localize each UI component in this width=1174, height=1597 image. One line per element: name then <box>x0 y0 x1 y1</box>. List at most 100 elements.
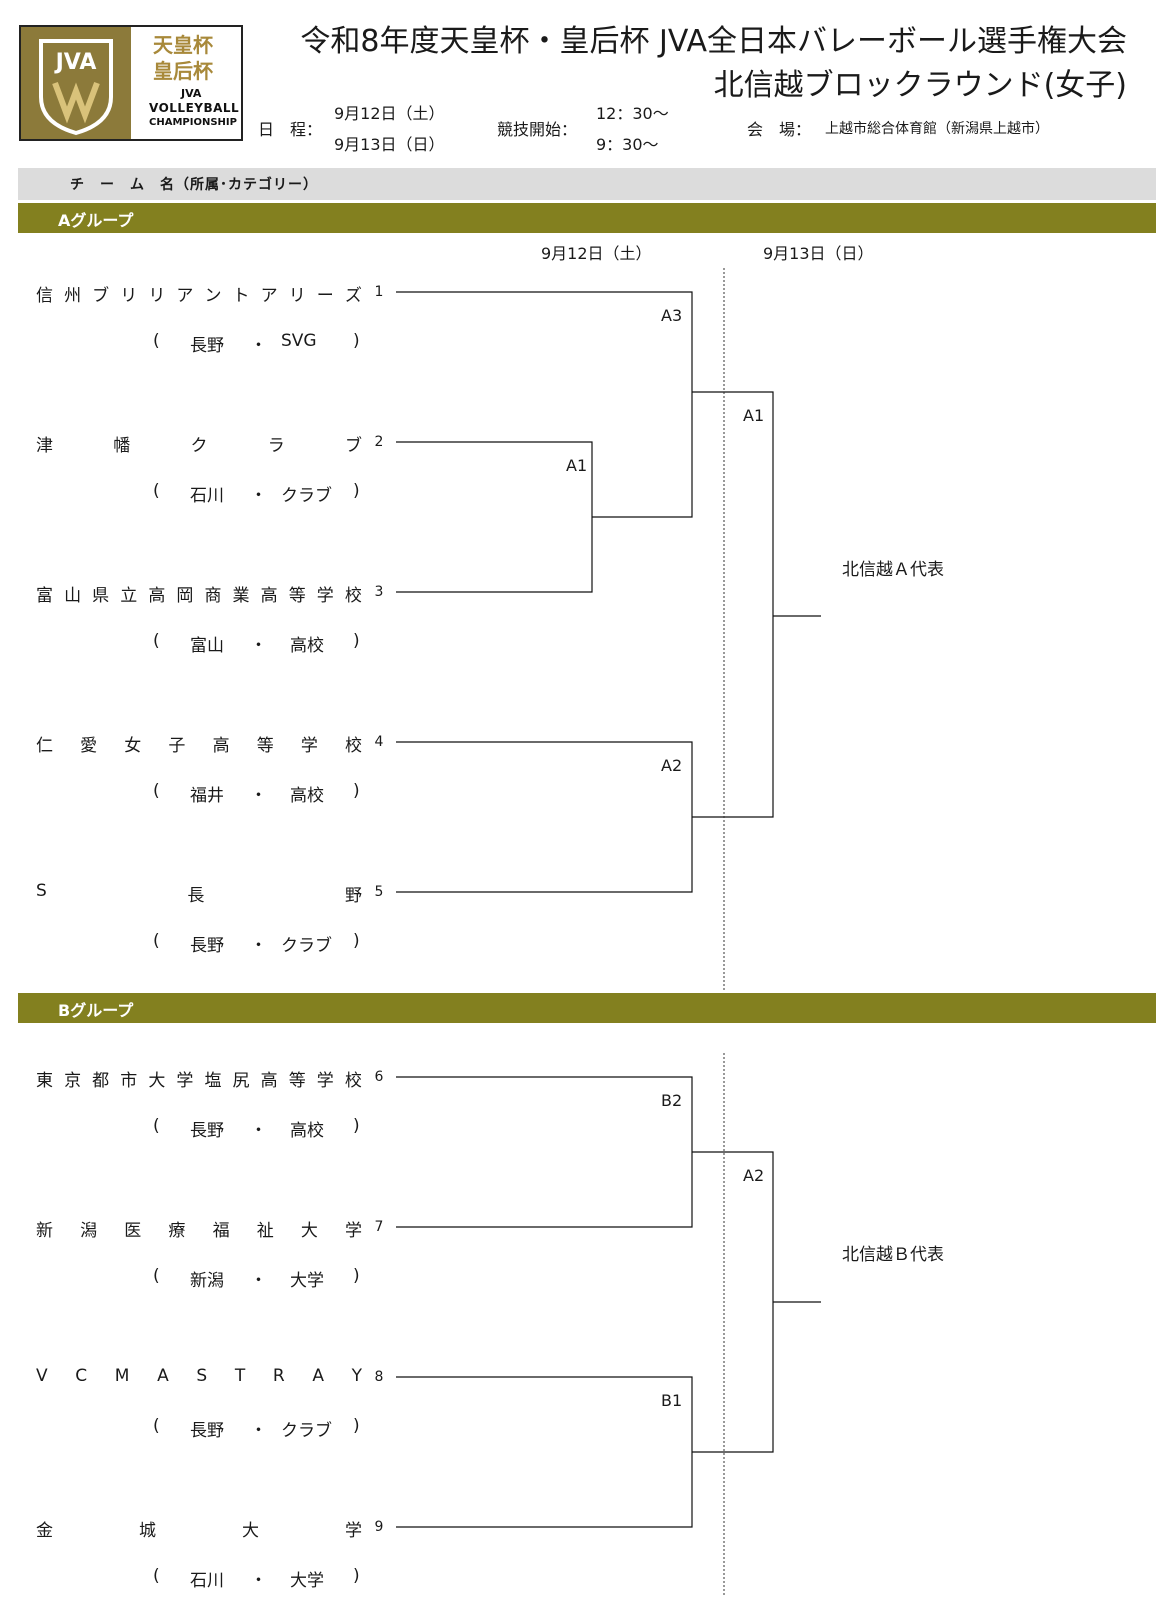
logo-emperor-cup: 天皇杯 <box>153 33 213 57</box>
venue-label: 会 場： <box>747 120 812 139</box>
team-category: 高校 <box>290 1121 324 1141</box>
team-number: 7 <box>374 1219 384 1235</box>
group-a-bar: Aグループ <box>18 203 1156 233</box>
team-number: 6 <box>374 1069 384 1085</box>
schedule-day2: 9月13日（日） <box>334 135 445 154</box>
paren-close: ) <box>353 1566 360 1586</box>
bracket-line <box>396 1376 693 1452</box>
start-time2: 9：30〜 <box>596 135 659 154</box>
page-subtitle: 北信越ブロックラウンド(女子) <box>713 68 1127 103</box>
jva-logo: JVA 天皇杯 皇后杯 JVA VOLLEYBALL CHAMPIONSHIP <box>19 25 243 141</box>
paren-close: ) <box>353 1416 360 1436</box>
team-name: 信州ブリリアントアリーズ <box>36 286 362 306</box>
team-prefecture: 石川 <box>190 486 224 506</box>
bracket-line <box>396 817 693 893</box>
paren-open: ( <box>153 481 160 501</box>
bracket-line <box>396 517 593 593</box>
team-name: 新潟医療福祉大学 <box>36 1221 362 1241</box>
paren-close: ) <box>353 781 360 801</box>
bracket-line <box>396 441 593 517</box>
separator: ・ <box>250 1421 267 1441</box>
team-prefecture: 福井 <box>190 786 224 806</box>
separator: ・ <box>250 1121 267 1141</box>
round2-date: 9月13日（日） <box>763 244 874 263</box>
separator: ・ <box>250 1271 267 1291</box>
round1-date: 9月12日（土） <box>541 244 652 263</box>
team-category: SVG <box>281 331 317 351</box>
match-a1: A1 <box>566 456 588 475</box>
separator: ・ <box>250 636 267 656</box>
match-b-final: A2 <box>743 1166 765 1185</box>
logo-empress-cup: 皇后杯 <box>153 59 213 83</box>
paren-close: ) <box>353 631 360 651</box>
paren-open: ( <box>153 1566 160 1586</box>
paren-open: ( <box>153 631 160 651</box>
team-prefecture: 長野 <box>190 1121 224 1141</box>
match-a2: A2 <box>661 756 683 775</box>
team-prefecture: 石川 <box>190 1571 224 1591</box>
team-prefecture: 新潟 <box>190 1271 224 1291</box>
bracket-line <box>396 291 693 392</box>
bracket-line <box>592 392 693 518</box>
schedule-day1: 9月12日（土） <box>334 104 445 123</box>
match-a-final: A1 <box>743 406 765 425</box>
logo-volleyball: VOLLEYBALL <box>149 101 240 115</box>
bracket-line <box>396 1452 693 1528</box>
paren-open: ( <box>153 781 160 801</box>
team-prefecture: 長野 <box>190 336 224 356</box>
paren-close: ) <box>353 1116 360 1136</box>
logo-emblem: JVA <box>21 27 131 139</box>
group-b-bar: Bグループ <box>18 993 1156 1023</box>
bracket-line <box>396 741 693 817</box>
match-b1: B1 <box>661 1391 683 1410</box>
bracket-line <box>396 1152 693 1228</box>
team-number: 4 <box>374 734 384 750</box>
match-a3: A3 <box>661 306 683 325</box>
team-name: 金城大学 <box>36 1521 362 1541</box>
team-category: クラブ <box>281 486 332 506</box>
team-number: 2 <box>374 434 384 450</box>
team-category: 高校 <box>290 636 324 656</box>
separator: ・ <box>250 486 267 506</box>
bracket-line <box>396 1076 693 1152</box>
logo-jva-text: JVA <box>54 50 97 75</box>
paren-open: ( <box>153 931 160 951</box>
team-name: 東京都市大学塩尻高等学校 <box>36 1071 362 1091</box>
team-number: 9 <box>374 1519 384 1535</box>
group-a-result: 北信越Ａ代表 <box>842 560 944 580</box>
separator: ・ <box>250 936 267 956</box>
start-label: 競技開始： <box>497 120 578 139</box>
bracket-line <box>692 391 774 616</box>
team-number: 5 <box>374 884 384 900</box>
venue: 上越市総合体育館（新潟県上越市） <box>825 121 1049 137</box>
paren-close: ) <box>353 481 360 501</box>
separator: ・ <box>250 786 267 806</box>
separator: ・ <box>250 336 267 356</box>
team-category: 大学 <box>290 1271 324 1291</box>
match-b2: B2 <box>661 1091 683 1110</box>
team-name: 富山県立高岡商業高等学校 <box>36 586 362 606</box>
table-header: チ ー ム 名（所属･カテゴリー） <box>18 168 1156 200</box>
bracket-line <box>692 1302 774 1453</box>
schedule-label: 日 程： <box>258 120 323 139</box>
group-a-label: Aグループ <box>58 211 134 230</box>
team-name: 仁愛女子高等学校 <box>36 736 362 756</box>
logo-championship: CHAMPIONSHIP <box>149 117 237 128</box>
start-time1: 12：30〜 <box>596 104 669 123</box>
team-category: クラブ <box>281 936 332 956</box>
paren-close: ) <box>353 1266 360 1286</box>
paren-open: ( <box>153 1266 160 1286</box>
team-category: クラブ <box>281 1421 332 1441</box>
paren-close: ) <box>353 931 360 951</box>
bracket-line <box>692 616 774 818</box>
logo-jva-small: JVA <box>181 87 202 100</box>
paren-close: ) <box>353 331 360 351</box>
team-prefecture: 長野 <box>190 1421 224 1441</box>
team-number: 3 <box>374 584 384 600</box>
paren-open: ( <box>153 1416 160 1436</box>
team-prefecture: 長野 <box>190 936 224 956</box>
team-number: 8 <box>374 1369 384 1385</box>
paren-open: ( <box>153 1116 160 1136</box>
